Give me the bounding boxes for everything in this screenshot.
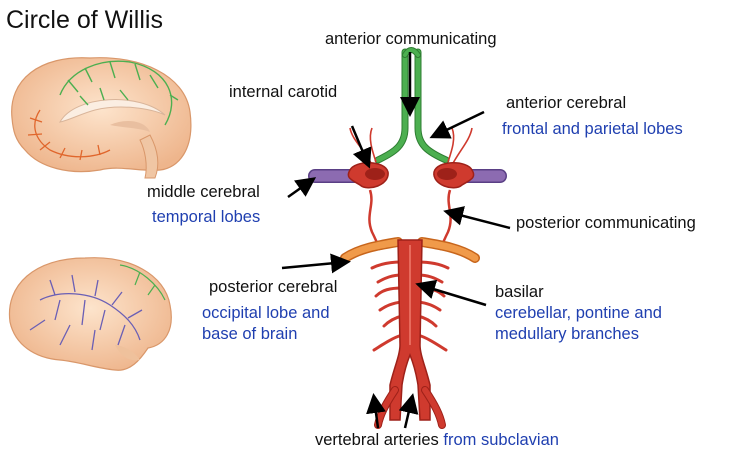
arrow-anterior-cerebral [429, 110, 485, 139]
arrow-middle-cerebral [287, 177, 317, 199]
label-anterior-cerebral: anterior cerebral [506, 94, 627, 112]
label-basilar: basilar [495, 283, 544, 301]
ophthalmic-branches [349, 127, 473, 166]
label-vertebral-source: from subclavian [443, 431, 559, 449]
label-posterior-cerebral-region-1: occipital lobe and [202, 304, 330, 322]
lateral-brain-view-icon [8, 257, 172, 371]
arrow-basilar [415, 279, 487, 307]
label-posterior-cerebral-region-2: base of brain [202, 325, 298, 343]
arrow-internal-carotid [350, 125, 372, 169]
arrow-posterior-communicating [443, 206, 511, 230]
label-posterior-communicating: posterior communicating [516, 214, 696, 232]
page-title: Circle of Willis [6, 6, 163, 34]
label-basilar-region-2: medullary branches [495, 325, 639, 343]
label-vertebral: vertebral arteries from subclavian [315, 430, 559, 451]
label-middle-cerebral-region: temporal lobes [152, 208, 261, 226]
arrow-vertebral-right [398, 393, 419, 429]
basilar-artery [370, 239, 450, 421]
pointer-arrows [281, 52, 511, 429]
label-vertebral-arteries: vertebral arteries [315, 431, 439, 449]
label-basilar-region-1: cerebellar, pontine and [495, 304, 662, 322]
label-posterior-cerebral: posterior cerebral [209, 278, 338, 296]
arrow-vertebral-left [366, 393, 386, 429]
medial-brain-view-icon [11, 57, 192, 179]
anterior-cerebral-arteries [374, 47, 450, 164]
arrow-posterior-cerebral [281, 253, 351, 274]
label-anterior-cerebral-region: frontal and parietal lobes [502, 120, 683, 138]
label-anterior-communicating: anterior communicating [325, 30, 497, 48]
label-internal-carotid: internal carotid [229, 83, 338, 101]
label-middle-cerebral: middle cerebral [147, 183, 260, 201]
internal-carotid-arteries [347, 162, 475, 189]
